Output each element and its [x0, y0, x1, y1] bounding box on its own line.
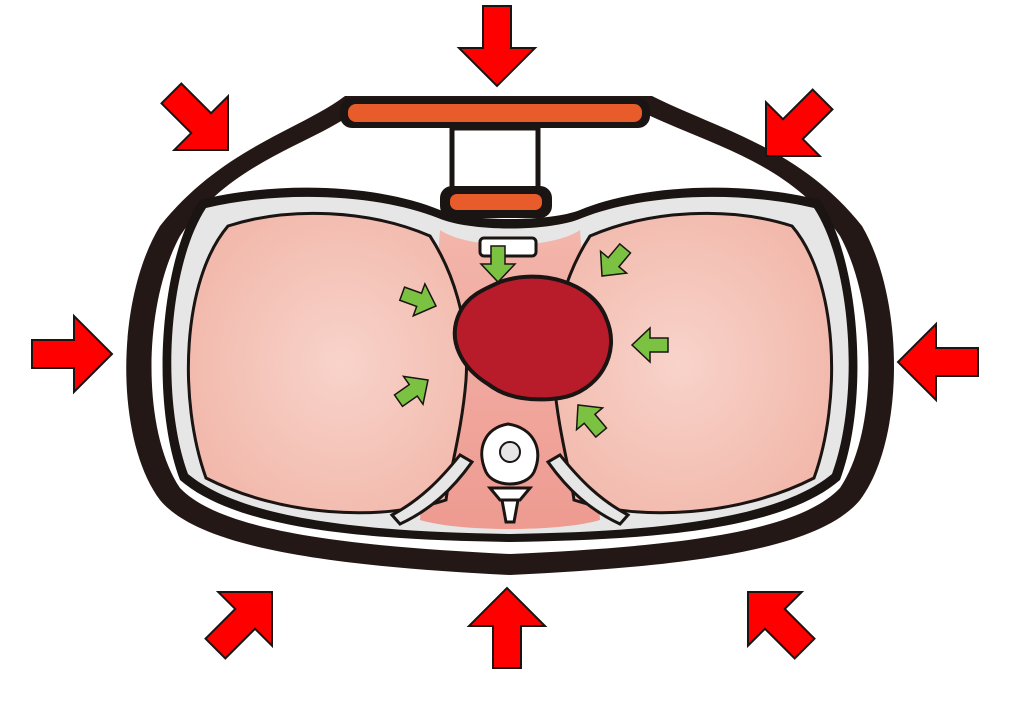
posterior-ribs — [389, 453, 631, 526]
red-compression-arrow-icon — [720, 564, 833, 677]
red-compression-arrow-icon — [458, 5, 536, 87]
compression-device-icon — [340, 98, 650, 218]
red-compression-arrow-icon — [187, 564, 300, 677]
red-compression-arrow-icon — [468, 587, 546, 669]
left-lung — [186, 211, 469, 515]
red-compression-arrow-icon — [897, 323, 979, 401]
red-compression-arrow-icon — [31, 315, 113, 393]
vertebra — [480, 422, 540, 524]
heart — [452, 274, 613, 402]
sternum — [478, 236, 538, 258]
